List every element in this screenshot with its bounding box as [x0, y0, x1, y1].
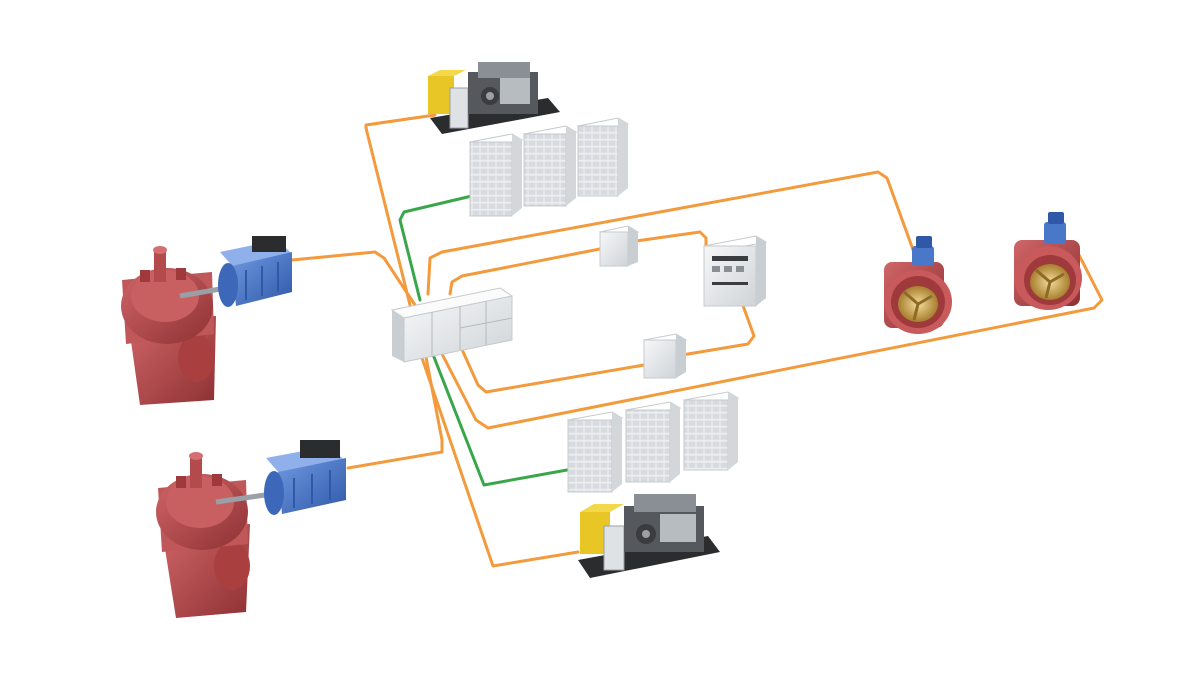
- tunnel-thruster-right: [1014, 212, 1082, 310]
- tunnel-thruster-left: [884, 236, 952, 334]
- battery-rack: [566, 411, 624, 493]
- azimuth-thruster-lower: [156, 452, 250, 618]
- battery-rack: [624, 401, 682, 483]
- battery-rack: [576, 117, 630, 197]
- azimuth-thruster-upper: [121, 246, 216, 405]
- line-switchboard-to-tunnel-right: [438, 251, 1104, 430]
- line-motor-upper-to-switchboard: [290, 250, 417, 307]
- line-switchboard-to-tunnel-left: [426, 170, 918, 296]
- line-motor-lower-to-switchboard: [346, 350, 444, 470]
- battery-bank-bottom: [566, 391, 740, 493]
- propulsion-motor-upper: [179, 236, 292, 307]
- distribution-panel: [702, 235, 768, 307]
- line-switchboard-to-genset-bottom: [418, 350, 580, 568]
- dc-battery-lines: [398, 193, 569, 487]
- line-switchboard-to-converter-upper: [448, 245, 612, 296]
- converter-lower: [642, 333, 688, 379]
- propulsion-motor-lower: [215, 440, 346, 515]
- line-switchboard-to-converter-lower: [458, 343, 652, 394]
- generator-set-bottom: [578, 494, 720, 578]
- line-converter-upper-to-panel: [634, 230, 708, 254]
- converter-upper: [598, 225, 640, 267]
- battery-rack: [468, 133, 524, 217]
- battery-bank-top: [468, 117, 630, 217]
- battery-rack: [522, 125, 578, 207]
- ac-power-lines: [290, 113, 1104, 568]
- wiring-layer: [290, 113, 1104, 568]
- line-battery-top-to-switchboard: [398, 193, 478, 302]
- line-converter-lower-to-panel: [674, 298, 756, 358]
- battery-rack: [682, 391, 740, 471]
- line-genset-top-to-switchboard: [364, 113, 437, 307]
- line-switchboard-to-battery-bottom: [430, 350, 569, 487]
- main-switchboard: [390, 287, 514, 363]
- generator-set-top: [428, 62, 560, 134]
